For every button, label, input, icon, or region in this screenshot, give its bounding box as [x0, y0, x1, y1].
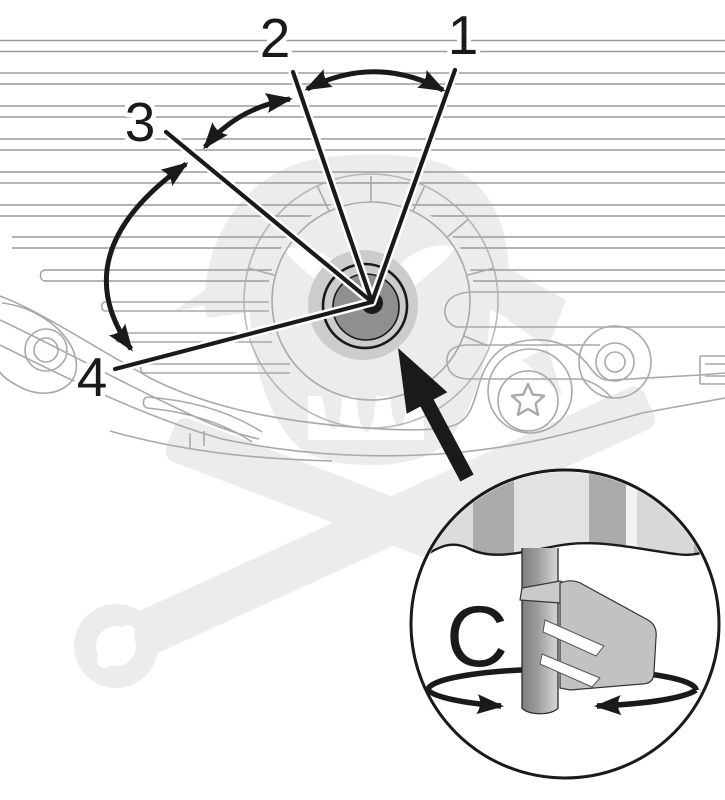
position-labels: 1 2 3 4: [72, 0, 483, 413]
rotation-arrow-left: [425, 687, 504, 715]
position-line-1: [369, 67, 458, 305]
position-line-3: [163, 129, 375, 305]
torx-screw-icon: [487, 348, 573, 434]
angle-arcs: [103, 69, 446, 352]
position-label-2: 2: [260, 7, 291, 69]
arc-position-3-4: [103, 161, 189, 352]
pointer-arrow-icon: [398, 348, 474, 482]
arc-position-1-2: [304, 69, 446, 93]
pan-rail-top-edge: [0, 295, 725, 431]
position-line-4: [112, 299, 375, 372]
position-label-3: 3: [125, 91, 156, 153]
rotation-arrow-right: [594, 687, 698, 716]
rotation-arrow-icon: [425, 687, 698, 716]
inset-label-c: C: [446, 589, 508, 685]
position-line-2: [290, 69, 375, 305]
oil-pan-line-art: [0, 173, 725, 462]
position-lines: [110, 65, 460, 374]
housing-edge-line: [413, 541, 717, 568]
position-label-1: 1: [448, 4, 479, 66]
position-label-4: 4: [77, 346, 108, 408]
arc-position-2-3: [203, 93, 293, 150]
pan-rail-bottom-edge: [0, 344, 725, 457]
retaining-clip: [519, 580, 657, 691]
